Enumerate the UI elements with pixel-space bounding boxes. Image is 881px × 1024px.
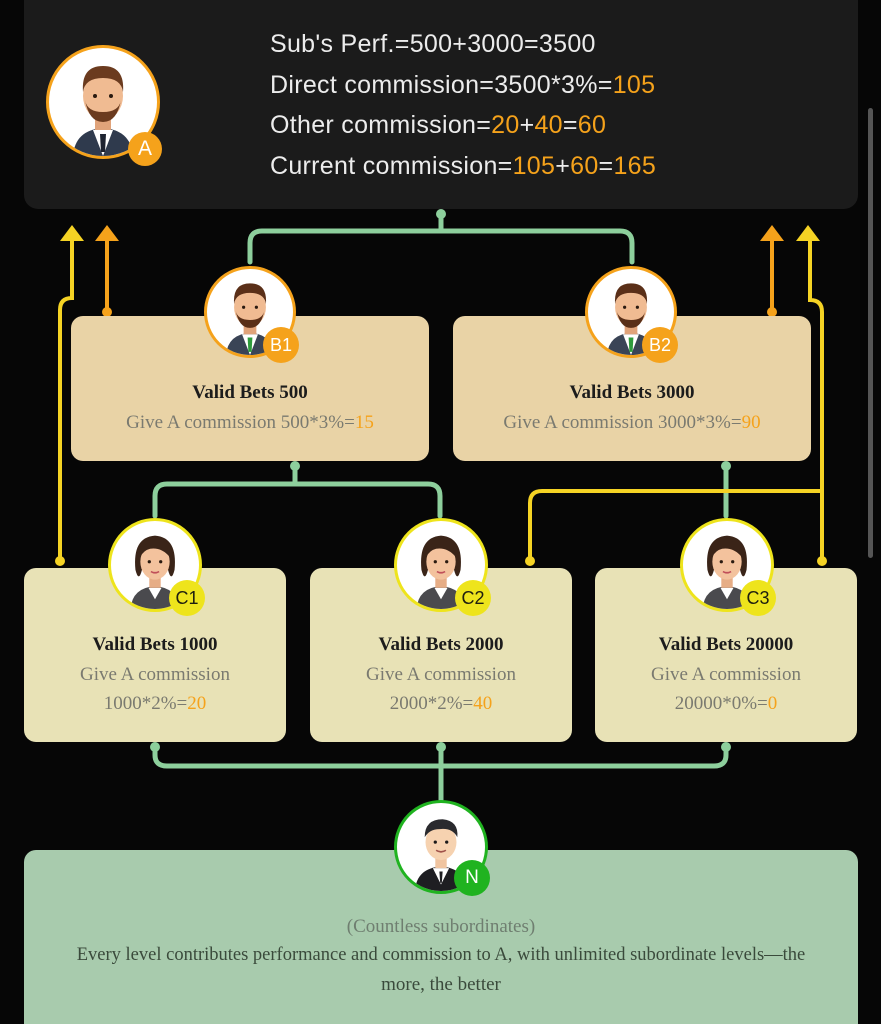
badge-c2: C2 (455, 580, 491, 616)
summary-text: Sub's Perf.=500+3000=3500 Direct commiss… (270, 24, 850, 186)
node-c3-commission-label: Give A commission (651, 664, 801, 685)
badge-n: N (454, 860, 490, 896)
summary-line-other: Other commission=20+40=60 (270, 111, 607, 139)
node-c2-title: Valid Bets 2000 (378, 634, 504, 655)
node-c2-commission-label: Give A commission (366, 664, 516, 685)
summary-card (24, 0, 858, 209)
summary-line-direct: Direct commission=3500*3%=105 (270, 70, 656, 99)
man-suit-icon (414, 819, 468, 891)
node-b1-card: Valid Bets 500 Give A commission 500*3%=… (71, 316, 429, 461)
node-n-description-line1: Every level contributes performance and … (76, 945, 806, 965)
node-b2-title: Valid Bets 3000 (569, 382, 695, 403)
scrollbar[interactable] (868, 108, 873, 558)
node-b2-commission: Give A commission 3000*3%=90 (503, 412, 761, 433)
badge-b1: B1 (263, 327, 299, 363)
node-n-card: (Countless subordinates) Every level con… (24, 850, 858, 1024)
badge-c1: C1 (169, 580, 205, 616)
node-n-description-line2: more, the better (381, 974, 501, 995)
node-c3-title: Valid Bets 20000 (658, 634, 794, 655)
summary-line-perf: Sub's Perf.=500+3000=3500 (270, 30, 596, 58)
man-beard-icon (226, 283, 274, 355)
node-c3-commission-value: 20000*0%=0 (674, 693, 778, 714)
badge-b2: B2 (642, 327, 678, 363)
node-c1-title: Valid Bets 1000 (92, 634, 218, 655)
woman-icon (130, 535, 180, 609)
badge-c3: C3 (740, 580, 776, 616)
node-c1-commission-label: Give A commission (80, 664, 230, 685)
node-b1-commission: Give A commission 500*3%=15 (126, 412, 374, 433)
node-b1-title: Valid Bets 500 (192, 382, 308, 403)
man-beard-icon (73, 66, 133, 156)
node-n-subtitle: (Countless subordinates) (346, 916, 536, 937)
woman-icon (416, 535, 466, 609)
avatar-n (394, 800, 488, 894)
node-c2-commission-value: 2000*2%=40 (389, 693, 493, 714)
node-c1-commission-value: 1000*2%=20 (103, 693, 207, 714)
badge-a: A (128, 132, 162, 166)
woman-icon (702, 535, 752, 609)
summary-line-current: Current commission=105+60=165 (270, 151, 657, 180)
